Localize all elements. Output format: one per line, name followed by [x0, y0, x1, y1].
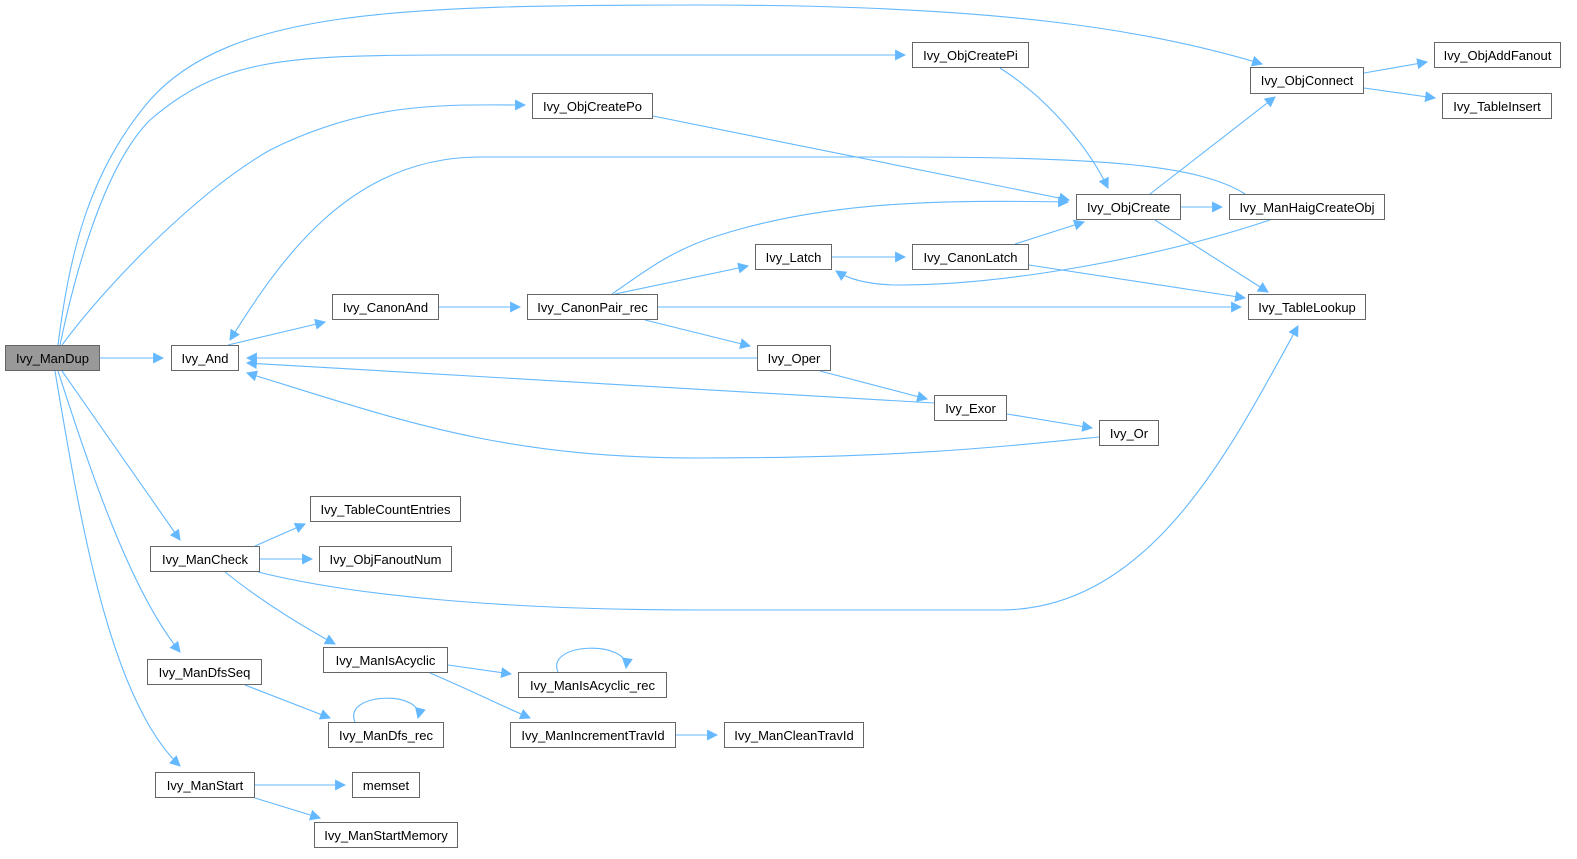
edge-or-to-and — [245, 370, 1100, 459]
edge-mandup-to-objconnect — [57, 4, 1264, 346]
node-latch[interactable]: Ivy_Latch — [755, 244, 832, 270]
edge-manstart-to-manstartmemory — [254, 797, 322, 821]
edge-canonpair_rec-to-latch — [614, 262, 750, 295]
edge-objconnect-to-tableinsert — [1363, 87, 1437, 103]
node-canonand[interactable]: Ivy_CanonAnd — [332, 294, 439, 320]
edge-mandup-to-mandfsseq — [57, 370, 181, 653]
edge-manisacyclic_rec-to-manisacyclic_rec — [556, 647, 633, 673]
edge-objcreate-to-tablelookup — [1154, 219, 1269, 293]
edge-exor-to-and — [245, 358, 935, 404]
node-mandfs-rec[interactable]: Ivy_ManDfs_rec — [328, 722, 444, 748]
edge-oper-to-exor — [819, 370, 929, 402]
node-objaddfanout[interactable]: Ivy_ObjAddFanout — [1434, 42, 1561, 68]
edge-objconnect-to-objaddfanout — [1363, 58, 1429, 74]
node-canonpair-rec[interactable]: Ivy_CanonPair_rec — [527, 294, 658, 320]
edge-canonpair_rec-to-objcreate — [611, 196, 1070, 295]
node-manisacyclic-rec[interactable]: Ivy_ManIsAcyclic_rec — [518, 672, 667, 698]
node-objcreatepo[interactable]: Ivy_ObjCreatePo — [532, 93, 653, 119]
edge-canonlatch-to-objcreate — [1014, 219, 1086, 245]
node-oper[interactable]: Ivy_Oper — [757, 345, 831, 371]
edge-objcreate-to-objconnect — [1149, 96, 1276, 195]
edge-mancheck-to-tablecountentries — [254, 522, 307, 547]
edge-mandup-to-manstart — [54, 370, 181, 767]
node-mandup[interactable]: Ivy_ManDup — [5, 345, 100, 371]
edge-canonlatch-to-tablelookup — [1028, 264, 1247, 302]
node-exor[interactable]: Ivy_Exor — [934, 395, 1007, 421]
node-tableinsert[interactable]: Ivy_TableInsert — [1442, 93, 1552, 119]
node-tablelookup[interactable]: Ivy_TableLookup — [1248, 294, 1366, 320]
node-objfanoutnum[interactable]: Ivy_ObjFanoutNum — [319, 546, 452, 572]
edge-mancheck-to-tablelookup — [257, 325, 1299, 611]
edge-mandfs_rec-to-mandfs_rec — [353, 697, 426, 723]
node-or[interactable]: Ivy_Or — [1099, 420, 1159, 446]
edge-mandup-to-mancheck — [61, 370, 181, 541]
node-tablecountentries[interactable]: Ivy_TableCountEntries — [310, 496, 461, 522]
node-objconnect[interactable]: Ivy_ObjConnect — [1250, 67, 1364, 94]
node-canonlatch[interactable]: Ivy_CanonLatch — [912, 244, 1029, 270]
node-and[interactable]: Ivy_And — [171, 345, 239, 371]
edge-canonpair_rec-to-oper — [644, 319, 752, 349]
node-manincrementtravid[interactable]: Ivy_ManIncrementTravId — [510, 722, 676, 748]
node-manstart[interactable]: Ivy_ManStart — [155, 772, 255, 798]
edge-manisacyclic-to-manincrementtravid — [429, 672, 532, 720]
edge-manhaigcreateobj-to-latch — [835, 219, 1271, 286]
node-manisacyclic[interactable]: Ivy_ManIsAcyclic — [323, 647, 448, 673]
edge-mandfsseq-to-mandfs_rec — [244, 684, 332, 720]
edge-objcreatepi-to-objcreate — [999, 67, 1109, 189]
edge-and-to-canonand — [227, 318, 327, 346]
edge-objcreatepo-to-objcreate — [652, 115, 1071, 204]
edge-mandup-to-objcreatepo — [61, 99, 527, 346]
node-memset[interactable]: memset — [352, 772, 420, 798]
node-objcreate[interactable]: Ivy_ObjCreate — [1076, 194, 1181, 220]
node-mancheck[interactable]: Ivy_ManCheck — [150, 546, 260, 572]
node-mancleantravid[interactable]: Ivy_ManCleanTravId — [724, 722, 864, 748]
node-manstartmemory[interactable]: Ivy_ManStartMemory — [314, 822, 458, 848]
edge-mancheck-to-manisacyclic — [224, 571, 336, 645]
node-manhaigcreateobj[interactable]: Ivy_ManHaigCreateObj — [1229, 194, 1385, 220]
edge-manhaigcreateobj-to-and — [229, 156, 1246, 341]
node-objcreatepi[interactable]: Ivy_ObjCreatePi — [912, 42, 1029, 68]
edge-exor-to-or — [1006, 413, 1094, 432]
edge-manisacyclic-to-manisacyclic_rec — [447, 664, 513, 679]
node-mandfsseq[interactable]: Ivy_ManDfsSeq — [147, 659, 262, 685]
edge-mandup-to-objcreatepi — [59, 49, 907, 346]
